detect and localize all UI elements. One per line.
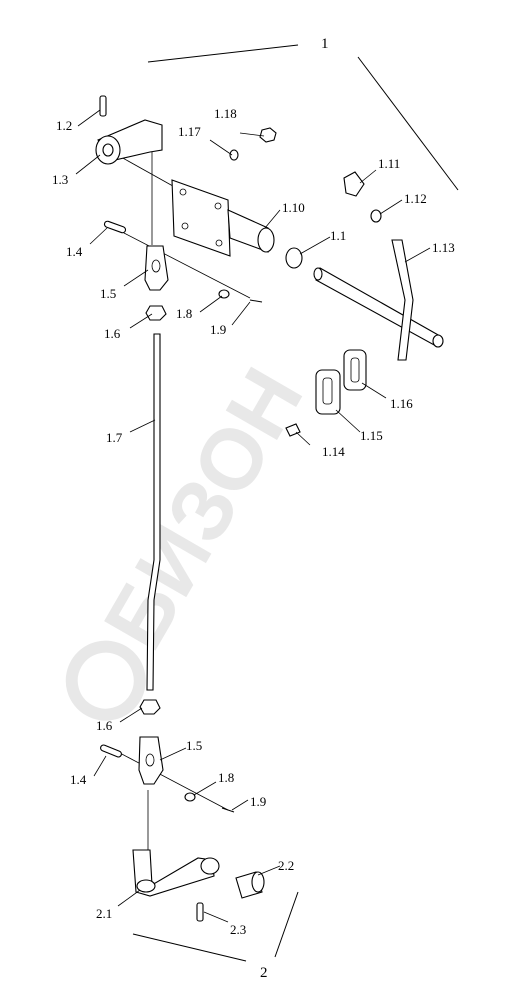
label-1-10: 1.10 xyxy=(282,200,305,215)
lower-lever-2-1 xyxy=(132,849,220,897)
label-1-18: 1.18 xyxy=(214,106,237,121)
label-1-8-lower: 1.8 xyxy=(218,770,234,785)
pin-1-4-upper xyxy=(103,220,127,234)
label-2-2: 2.2 xyxy=(278,858,294,873)
group-1-bracket xyxy=(147,44,459,191)
label-1-1: 1.1 xyxy=(330,228,346,243)
knob-1-11 xyxy=(343,171,365,197)
label-1-11: 1.11 xyxy=(378,156,400,171)
label-1-12: 1.12 xyxy=(404,191,427,206)
label-1-9-lower: 1.9 xyxy=(250,794,266,809)
pin-2-3 xyxy=(196,902,204,922)
label-2-3: 2.3 xyxy=(230,922,246,937)
label-1-7: 1.7 xyxy=(106,430,123,445)
label-1-3: 1.3 xyxy=(52,172,68,187)
group-2-bracket xyxy=(132,891,299,962)
watermark-logo: БИЗОН xyxy=(65,353,322,721)
gate-plate-1-16 xyxy=(343,349,367,391)
label-1-6-lower: 1.6 xyxy=(96,718,113,733)
label-1-8-upper: 1.8 xyxy=(176,306,192,321)
label-1-6-upper: 1.6 xyxy=(104,326,121,341)
watermark-text: БИЗОН xyxy=(86,353,322,665)
shift-shaft-1-13 xyxy=(313,239,444,361)
axis-line-upper-pin xyxy=(123,232,251,299)
mounting-plate-1-10 xyxy=(171,179,275,257)
guide-plate-1-15 xyxy=(315,369,341,415)
label-1-4-lower: 1.4 xyxy=(70,772,87,787)
bushing-2-2 xyxy=(235,871,265,899)
pin-1-2 xyxy=(99,95,107,117)
lever-bracket-1-3 xyxy=(95,119,163,165)
label-1-17: 1.17 xyxy=(178,124,201,139)
link-rod-1-7 xyxy=(146,333,161,691)
nut-1-6-upper xyxy=(145,305,167,321)
retaining-ring-1-1 xyxy=(285,247,303,269)
cotter-pin-1-9-lower xyxy=(221,807,235,813)
leader-lines xyxy=(75,109,431,923)
nut-1-18 xyxy=(259,127,277,143)
label-1-9-upper: 1.9 xyxy=(210,322,226,337)
cotter-pin-1-9-upper xyxy=(249,299,263,303)
pin-1-4-lower xyxy=(100,744,122,758)
label-1-13: 1.13 xyxy=(432,240,455,255)
label-1-5-lower: 1.5 xyxy=(186,738,202,753)
label-1-5-upper: 1.5 xyxy=(100,286,116,301)
nut-1-12 xyxy=(370,209,382,223)
label-2-1: 2.1 xyxy=(96,906,112,921)
label-group-1: 1 xyxy=(321,36,329,52)
nut-1-6-lower xyxy=(139,699,161,715)
label-1-4-upper: 1.4 xyxy=(66,244,83,259)
label-1-2: 1.2 xyxy=(56,118,72,133)
washer-1-17 xyxy=(229,149,239,161)
label-1-16: 1.16 xyxy=(390,396,413,411)
watermark-emblem-icon xyxy=(65,640,146,721)
label-1-14: 1.14 xyxy=(322,444,345,459)
label-1-15: 1.15 xyxy=(360,428,383,443)
clevis-1-5-upper xyxy=(144,245,169,291)
label-group-2: 2 xyxy=(260,965,268,981)
clevis-1-5-lower xyxy=(138,736,164,785)
washer-1-8-lower xyxy=(184,792,196,802)
axis-line-lower-pin xyxy=(117,751,229,811)
